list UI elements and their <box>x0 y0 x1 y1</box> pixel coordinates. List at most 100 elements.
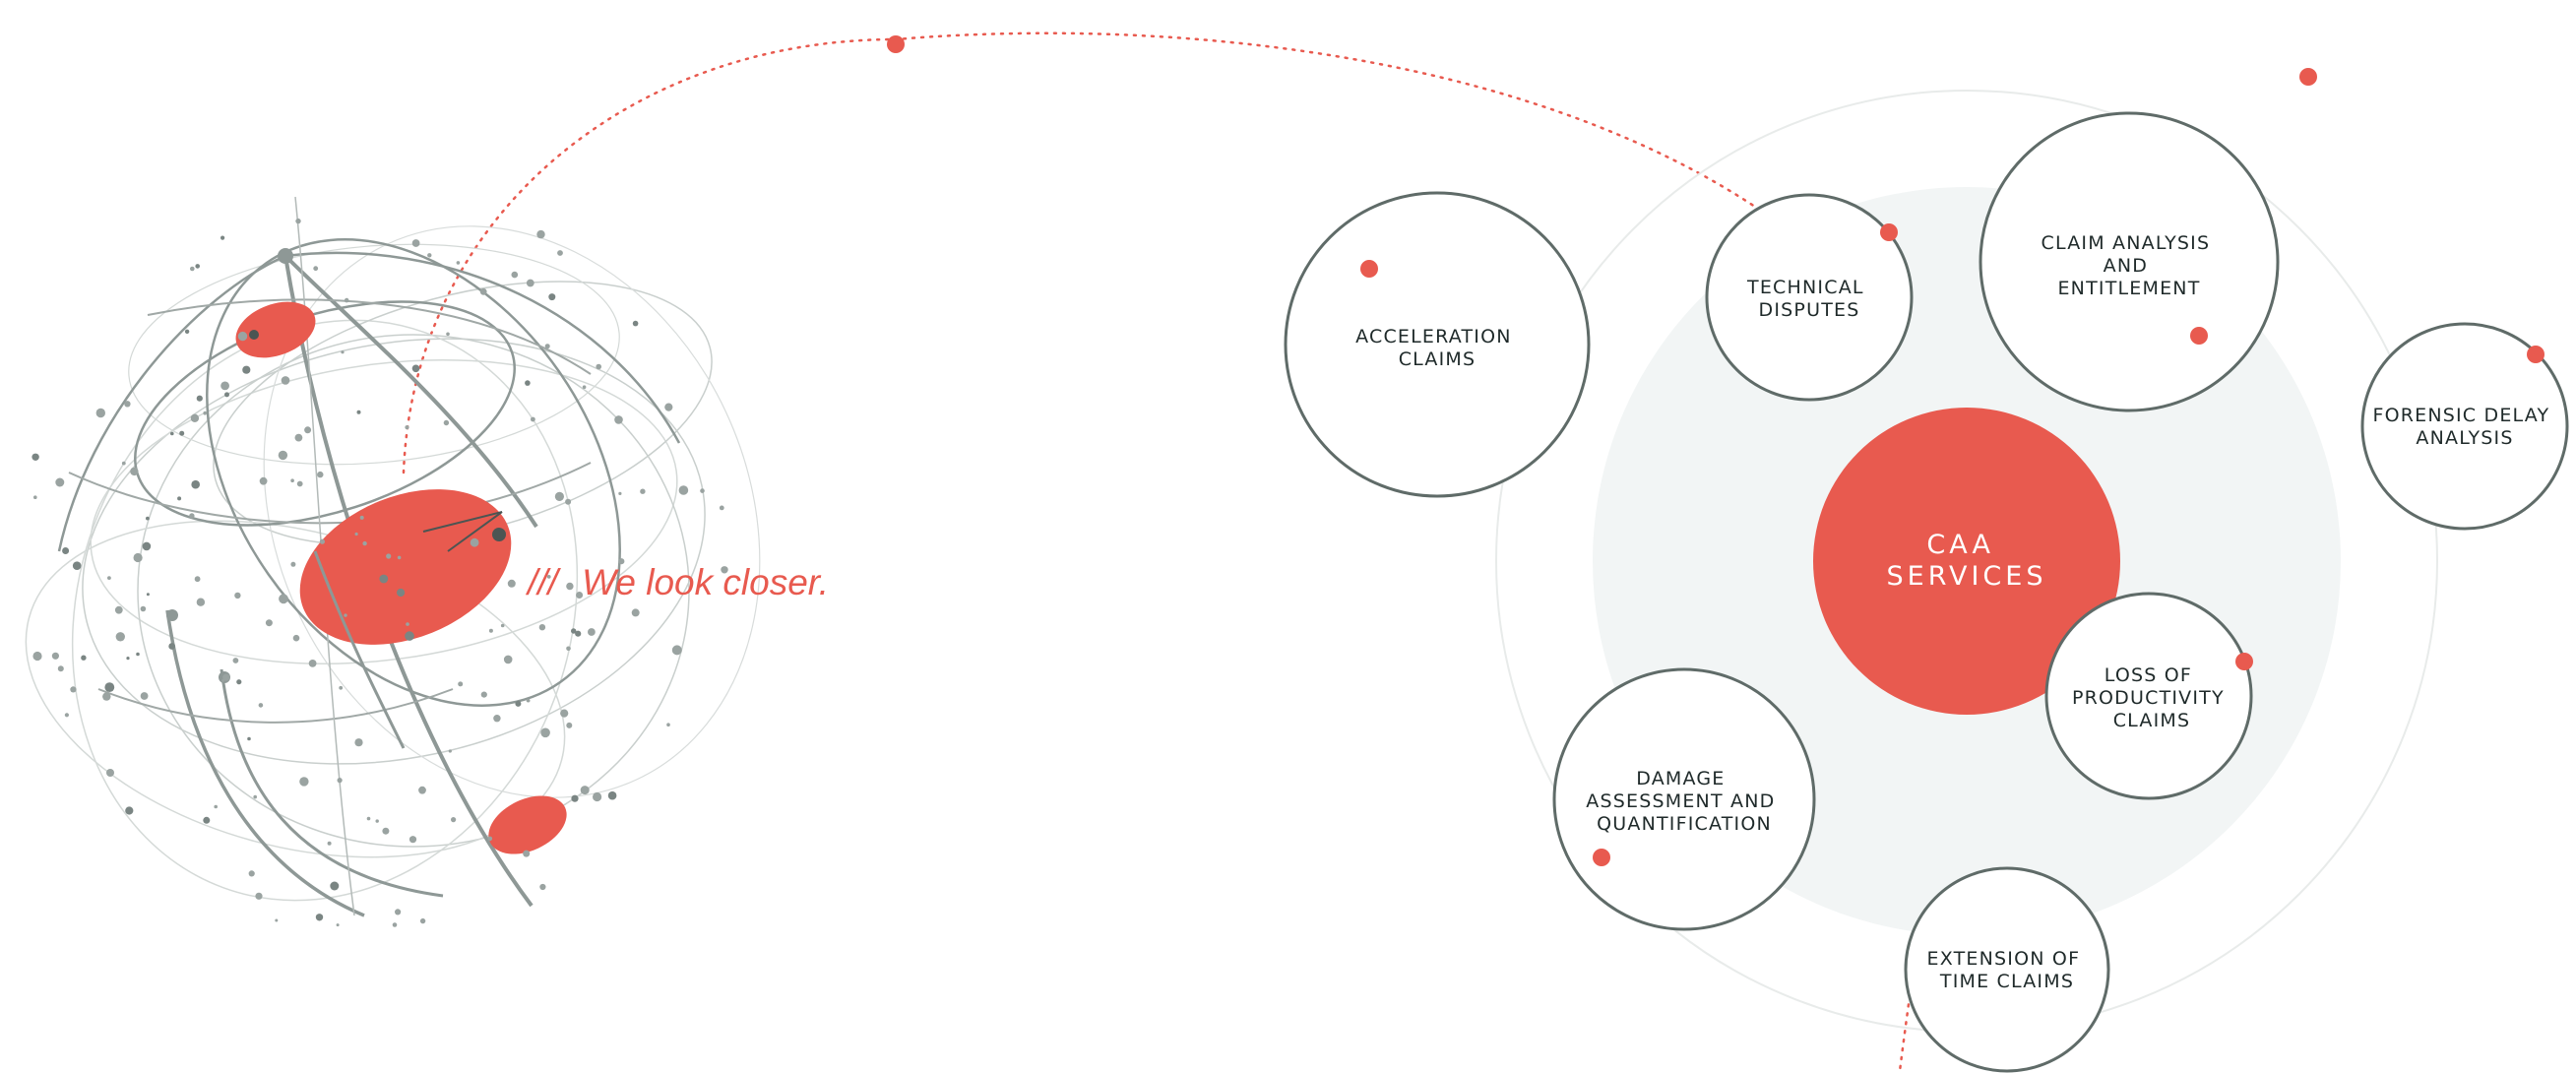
globe-particle <box>136 652 140 657</box>
globe-particle <box>571 628 577 634</box>
globe-particle <box>177 496 182 501</box>
globe-particle <box>544 344 550 349</box>
globe-particle <box>121 461 126 466</box>
marker-dot <box>2235 653 2253 670</box>
marker-dot <box>2190 327 2208 345</box>
globe-particle <box>55 477 65 487</box>
globe-particle <box>362 540 367 546</box>
globe-particle <box>443 419 450 426</box>
globe-particle <box>222 673 230 681</box>
service-acceleration-claims[interactable]: ACCELERATION CLAIMS <box>1284 191 1591 498</box>
globe-particle <box>242 365 251 374</box>
marker-dot <box>2527 346 2545 363</box>
globe-particle <box>487 836 493 842</box>
globe-particle <box>299 777 309 787</box>
globe-particle <box>232 658 239 663</box>
globe-particle <box>448 749 452 753</box>
globe-particle <box>565 498 572 505</box>
globe-particle <box>554 491 565 501</box>
service-label: DAMAGE ASSESSMENT AND QUANTIFICATION <box>1586 768 1782 835</box>
globe-particle <box>195 264 200 269</box>
globe-particle <box>721 566 728 574</box>
service-technical-disputes[interactable]: TECHNICAL DISPUTES <box>1705 193 1914 402</box>
globe-particle <box>419 917 426 924</box>
globe-particle <box>265 619 273 627</box>
globe-particle <box>125 806 134 815</box>
globe-particle <box>379 574 389 584</box>
service-forensic-delay[interactable]: FORENSIC DELAY ANALYSIS <box>2360 322 2569 531</box>
globe-particle <box>51 652 60 660</box>
globe-particle <box>580 786 590 795</box>
globe-particle <box>337 778 343 784</box>
service-ring <box>1904 866 2110 1073</box>
marker-dot <box>1593 849 1610 866</box>
globe-particle <box>548 293 556 301</box>
globe-particle <box>234 592 241 600</box>
globe-particle <box>408 836 417 844</box>
tagline: /// We look closer. <box>525 562 829 602</box>
globe-particle <box>359 515 364 520</box>
service-damage-assessment[interactable]: DAMAGE ASSESSMENT AND QUANTIFICATION <box>1552 667 1816 931</box>
globe-particle <box>146 593 150 597</box>
globe-particle <box>411 364 420 373</box>
globe-particle <box>536 229 545 239</box>
service-claim-analysis[interactable]: CLAIM ANALYSIS AND ENTITLEMENT <box>1979 111 2280 412</box>
globe-particle <box>566 646 571 652</box>
globe-particle <box>458 681 464 687</box>
globe-particle <box>295 218 301 224</box>
globe-particle <box>631 608 640 617</box>
globe-particle <box>70 686 77 693</box>
globe-particle <box>224 392 229 398</box>
globe-particle <box>405 631 414 641</box>
globe-particle <box>196 395 203 402</box>
globe-particle <box>488 628 493 633</box>
globe-particle <box>275 918 279 922</box>
globe-particle <box>126 657 130 661</box>
globe-particle <box>196 598 206 606</box>
service-label: ACCELERATION CLAIMS <box>1355 326 1519 370</box>
globe-particle <box>191 479 200 489</box>
globe-particle <box>571 794 579 802</box>
globe-particle <box>503 655 513 664</box>
globe-particle <box>220 235 225 240</box>
service-label: LOSS OF PRODUCTIVITY CLAIMS <box>2072 664 2231 731</box>
marker-dot <box>1880 223 1898 241</box>
globe-particle <box>32 651 42 662</box>
globe-particle <box>336 923 340 927</box>
globe-particle <box>596 363 601 370</box>
globe-particle <box>354 532 358 536</box>
globe-particle <box>317 471 324 478</box>
globe-particle <box>366 816 371 821</box>
globe-particle <box>395 909 402 915</box>
globe-particle <box>190 266 195 272</box>
globe-particle <box>480 691 487 698</box>
globe-particle <box>104 682 115 692</box>
marker-dot <box>1360 260 1378 278</box>
globe-particle <box>31 453 39 461</box>
globe-particle <box>327 841 332 846</box>
service-loss-of-productivity[interactable]: LOSS OF PRODUCTIVITY CLAIMS <box>2044 592 2253 800</box>
globe-particle <box>531 416 535 422</box>
globe-particle <box>220 381 230 391</box>
globe-particle <box>133 552 143 563</box>
globe-particle <box>538 624 546 631</box>
globe-particle <box>81 655 87 661</box>
center-label: CAA SERVICES <box>1887 530 2047 592</box>
globe-particle <box>664 403 673 411</box>
globe-particle <box>470 537 479 547</box>
globe-particle <box>427 253 432 258</box>
globe-particle <box>106 769 114 777</box>
globe-illustration <box>25 196 761 927</box>
globe-particle <box>278 450 288 461</box>
globe-particle <box>618 558 625 565</box>
service-extension-of-time[interactable]: EXTENSION OF TIME CLAIMS <box>1904 866 2110 1073</box>
globe-particle <box>356 410 361 414</box>
service-label: CLAIM ANALYSIS AND ENTITLEMENT <box>2042 232 2218 299</box>
service-label: FORENSIC DELAY ANALYSIS <box>2372 405 2556 449</box>
globe-particle <box>237 331 248 342</box>
globe-particle <box>566 722 573 728</box>
globe-particle <box>344 297 349 303</box>
globe-particle <box>614 415 623 424</box>
center-caa-services[interactable]: CAA SERVICES <box>1813 408 2120 715</box>
globe-particle <box>576 592 584 599</box>
